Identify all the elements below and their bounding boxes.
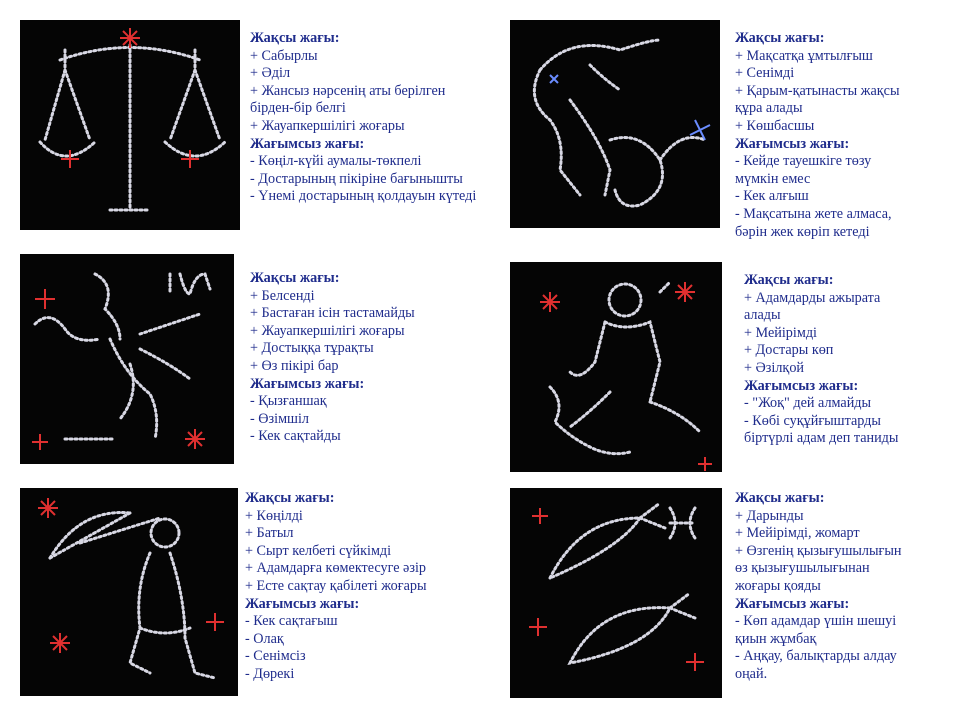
trait-line: + Бастаған ісін тастамайды bbox=[250, 305, 415, 322]
trait-line: + Қарым-қатынасты жақсы bbox=[735, 82, 900, 99]
trait-line: өз қызығушылығынан bbox=[735, 560, 870, 577]
trait-line: біртүрлі адам деп таниды bbox=[744, 430, 899, 447]
trait-line: + Әзілқой bbox=[744, 359, 804, 376]
sagittarius-archer-icon bbox=[38, 498, 224, 680]
libra-image bbox=[20, 20, 240, 230]
section-heading: Жақсы жағы: bbox=[735, 490, 825, 506]
trait-line: - Көп адамдар үшін шешуі bbox=[735, 613, 897, 630]
section-heading: Жақсы жағы: bbox=[250, 270, 340, 286]
aquarius-image bbox=[510, 262, 722, 472]
section-heading: Жақсы жағы: bbox=[250, 30, 340, 46]
capricorn-image bbox=[510, 20, 720, 228]
trait-line: + Достары көп bbox=[744, 342, 834, 359]
trait-line: - Кек сақтағыш bbox=[245, 613, 338, 630]
trait-line: + Көшбасшы bbox=[735, 117, 815, 134]
sagittarius-image bbox=[20, 488, 238, 696]
section-heading: Жағымсыз жағы: bbox=[735, 595, 850, 612]
trait-line: + Дарынды bbox=[735, 507, 804, 524]
trait-line: + Әділ bbox=[250, 65, 291, 82]
trait-line: құра алады bbox=[735, 100, 803, 117]
trait-line: + Батыл bbox=[245, 525, 294, 542]
trait-line: - Кейде тауешкіге төзу bbox=[735, 153, 872, 170]
trait-line: + Жауапкершілігі жоғары bbox=[250, 322, 405, 339]
libra-scales-icon bbox=[38, 28, 227, 212]
pisces-fish-icon bbox=[529, 501, 704, 671]
trait-line: + Сабырлы bbox=[250, 47, 318, 64]
trait-line: + Белсенді bbox=[250, 287, 315, 304]
trait-line: бәрін жек көріп кетеді bbox=[735, 223, 870, 240]
trait-line: + Сырт келбеті сүйкімді bbox=[245, 542, 392, 559]
trait-line: + Жауапкершілігі жоғары bbox=[250, 117, 405, 134]
trait-line: - Сенімсіз bbox=[245, 648, 306, 665]
trait-line: - Аңқау, балықтарды алдау bbox=[735, 648, 897, 665]
section-heading: Жақсы жағы: bbox=[744, 272, 834, 288]
capricorn-goat-icon bbox=[532, 38, 711, 208]
trait-line: - "Жоқ" дей алмайды bbox=[744, 395, 872, 412]
trait-line: жоғары қояды bbox=[735, 577, 821, 594]
trait-line: + Мақсатқа ұмтылғыш bbox=[735, 47, 873, 64]
trait-line: оңай. bbox=[735, 665, 768, 682]
trait-line: - Олақ bbox=[245, 630, 284, 647]
section-heading: Жақсы жағы: bbox=[735, 30, 825, 46]
trait-line: алады bbox=[744, 307, 781, 324]
trait-line: + Жансыз нәрсенің аты берілген bbox=[250, 82, 446, 99]
trait-line: + Есте сақтау қабілеті жоғары bbox=[245, 577, 427, 594]
trait-line: - Кек алғыш bbox=[735, 188, 809, 205]
trait-line: + Сенімді bbox=[735, 65, 795, 82]
trait-line: бірден-бір белгі bbox=[250, 100, 346, 117]
trait-line: + Көңілді bbox=[245, 507, 303, 524]
trait-line: - Дөрекі bbox=[245, 665, 295, 682]
trait-line: + Өз пікірі бар bbox=[250, 357, 339, 374]
trait-line: + Өзгенің қызығушылығын bbox=[735, 542, 902, 559]
scorpio-image bbox=[20, 254, 234, 464]
sagittarius-description: Жақсы жағы:+ Көңілді+ Батыл+ Сырт келбет… bbox=[245, 490, 495, 684]
aquarius-water-bearer-icon bbox=[540, 280, 712, 471]
trait-line: + Адамдарға көмектесуге әзір bbox=[245, 560, 426, 577]
pisces-description: Жақсы жағы:+ Дарынды+ Мейірімді, жомарт+… bbox=[735, 490, 950, 684]
section-heading: Жақсы жағы: bbox=[245, 490, 335, 506]
section-heading: Жағымсыз жағы: bbox=[250, 375, 365, 392]
trait-line: - Достарының пікіріне бағынышты bbox=[250, 170, 463, 187]
trait-line: + Достыққа тұрақты bbox=[250, 340, 374, 357]
section-heading: Жағымсыз жағы: bbox=[744, 377, 859, 394]
trait-line: + Мейірімді bbox=[744, 324, 817, 341]
capricorn-description: Жақсы жағы:+ Мақсатқа ұмтылғыш+ Сенімді+… bbox=[735, 30, 950, 241]
trait-line: - Өзімшіл bbox=[250, 410, 309, 427]
trait-line: - Мақсатына жете алмаса, bbox=[735, 205, 892, 222]
libra-description: Жақсы жағы:+ Сабырлы+ Әділ+ Жансыз нәрсе… bbox=[250, 30, 510, 206]
section-heading: Жағымсыз жағы: bbox=[735, 135, 850, 152]
trait-line: қиын жұмбақ bbox=[735, 630, 817, 647]
trait-line: - Көңіл-күйі аумалы-төкпелі bbox=[250, 153, 422, 170]
trait-line: - Қызғаншақ bbox=[250, 393, 327, 410]
trait-line: + Адамдарды ажырата bbox=[744, 289, 881, 306]
trait-line: - Көбі суқұйғыштарды bbox=[744, 412, 881, 429]
section-heading: Жағымсыз жағы: bbox=[250, 135, 365, 152]
scorpio-description: Жақсы жағы:+ Белсенді+ Бастаған ісін тас… bbox=[250, 270, 490, 446]
scorpio-scorpion-icon bbox=[32, 272, 212, 450]
trait-line: мүмкін емес bbox=[735, 170, 811, 187]
trait-line: - Үнемі достарының қолдауын күтеді bbox=[250, 188, 477, 205]
pisces-image bbox=[510, 488, 722, 698]
trait-line: - Кек сақтайды bbox=[250, 428, 341, 445]
section-heading: Жағымсыз жағы: bbox=[245, 595, 360, 612]
trait-line: + Мейірімді, жомарт bbox=[735, 525, 860, 542]
